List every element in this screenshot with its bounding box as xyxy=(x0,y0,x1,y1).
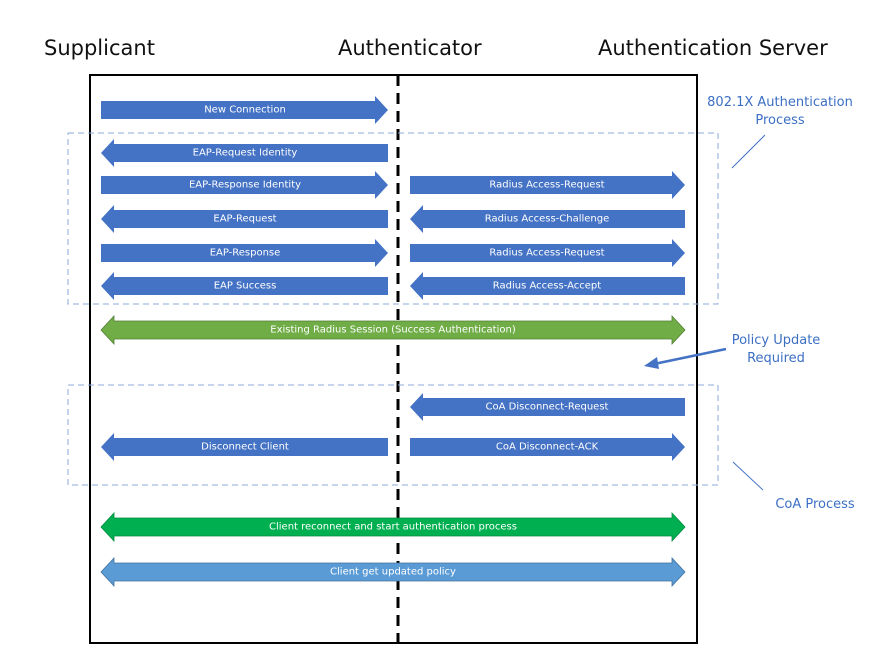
radius-access-challenge-label: Radius Access-Challenge xyxy=(485,214,610,225)
authenticator-header: Authenticator xyxy=(338,36,482,60)
existing-radius-session-label: Existing Radius Session (Success Authent… xyxy=(270,325,516,336)
radius-access-challenge-arrow: Radius Access-Challenge xyxy=(410,205,685,233)
client-reconnect-arrow: Client reconnect and start authenticatio… xyxy=(100,511,686,543)
existing-radius-session-arrow: Existing Radius Session (Success Authent… xyxy=(100,314,686,346)
coa-callout-line xyxy=(732,461,764,491)
eap-request-arrow: EAP-Request xyxy=(101,205,388,233)
diagram-frame xyxy=(89,74,698,644)
disconnect-client-label: Disconnect Client xyxy=(201,442,289,453)
supplicant-header: Supplicant xyxy=(44,36,155,60)
client-updated-policy-arrow: Client get updated policy xyxy=(100,556,686,588)
policy-update-note: Policy Update Required xyxy=(731,333,821,366)
radius-access-request-arrow: Radius Access-Request xyxy=(410,171,685,199)
eap-request-label: EAP-Request xyxy=(213,214,276,225)
new-connection-arrow: New Connection xyxy=(101,96,388,124)
client-updated-policy-label: Client get updated policy xyxy=(330,567,456,578)
eap-request-identity-arrow: EAP-Request Identity xyxy=(101,139,388,167)
dot1x-process-box xyxy=(67,132,719,305)
eap-response-identity-arrow: EAP-Response Identity xyxy=(101,171,388,199)
disconnect-client-arrow: Disconnect Client xyxy=(101,433,388,461)
coa-disconnect-request-arrow: CoA Disconnect-Request xyxy=(410,393,685,421)
eap-response-arrow: EAP-Response xyxy=(101,239,388,267)
radius-access-request-2-label: Radius Access-Request xyxy=(489,248,604,259)
eap-success-arrow: EAP Success xyxy=(101,272,388,300)
dot1x-callout-line xyxy=(731,134,766,169)
new-connection-label: New Connection xyxy=(204,105,286,116)
client-reconnect-label: Client reconnect and start authenticatio… xyxy=(269,522,517,533)
dot1x-process-note: 802.1X Authentication Process xyxy=(707,95,853,128)
eap-response-identity-label: EAP-Response Identity xyxy=(189,180,301,191)
eap-request-identity-label: EAP-Request Identity xyxy=(193,148,298,159)
coa-process-note: CoA Process xyxy=(775,497,855,512)
radius-access-accept-label: Radius Access-Accept xyxy=(493,281,601,292)
coa-disconnect-ack-arrow: CoA Disconnect-ACK xyxy=(410,433,685,461)
radius-access-accept-arrow: Radius Access-Accept xyxy=(410,272,685,300)
eap-response-label: EAP-Response xyxy=(210,248,281,259)
coa-process-box xyxy=(67,384,719,486)
coa-disconnect-ack-label: CoA Disconnect-ACK xyxy=(496,442,599,453)
radius-access-request-2-arrow: Radius Access-Request xyxy=(410,239,685,267)
authentication-server-header: Authentication Server xyxy=(598,36,828,60)
radius-access-request-label: Radius Access-Request xyxy=(489,180,604,191)
policy-update-pointer-arrow xyxy=(644,347,727,369)
coa-disconnect-request-label: CoA Disconnect-Request xyxy=(486,402,609,413)
eap-success-label: EAP Success xyxy=(214,281,277,292)
